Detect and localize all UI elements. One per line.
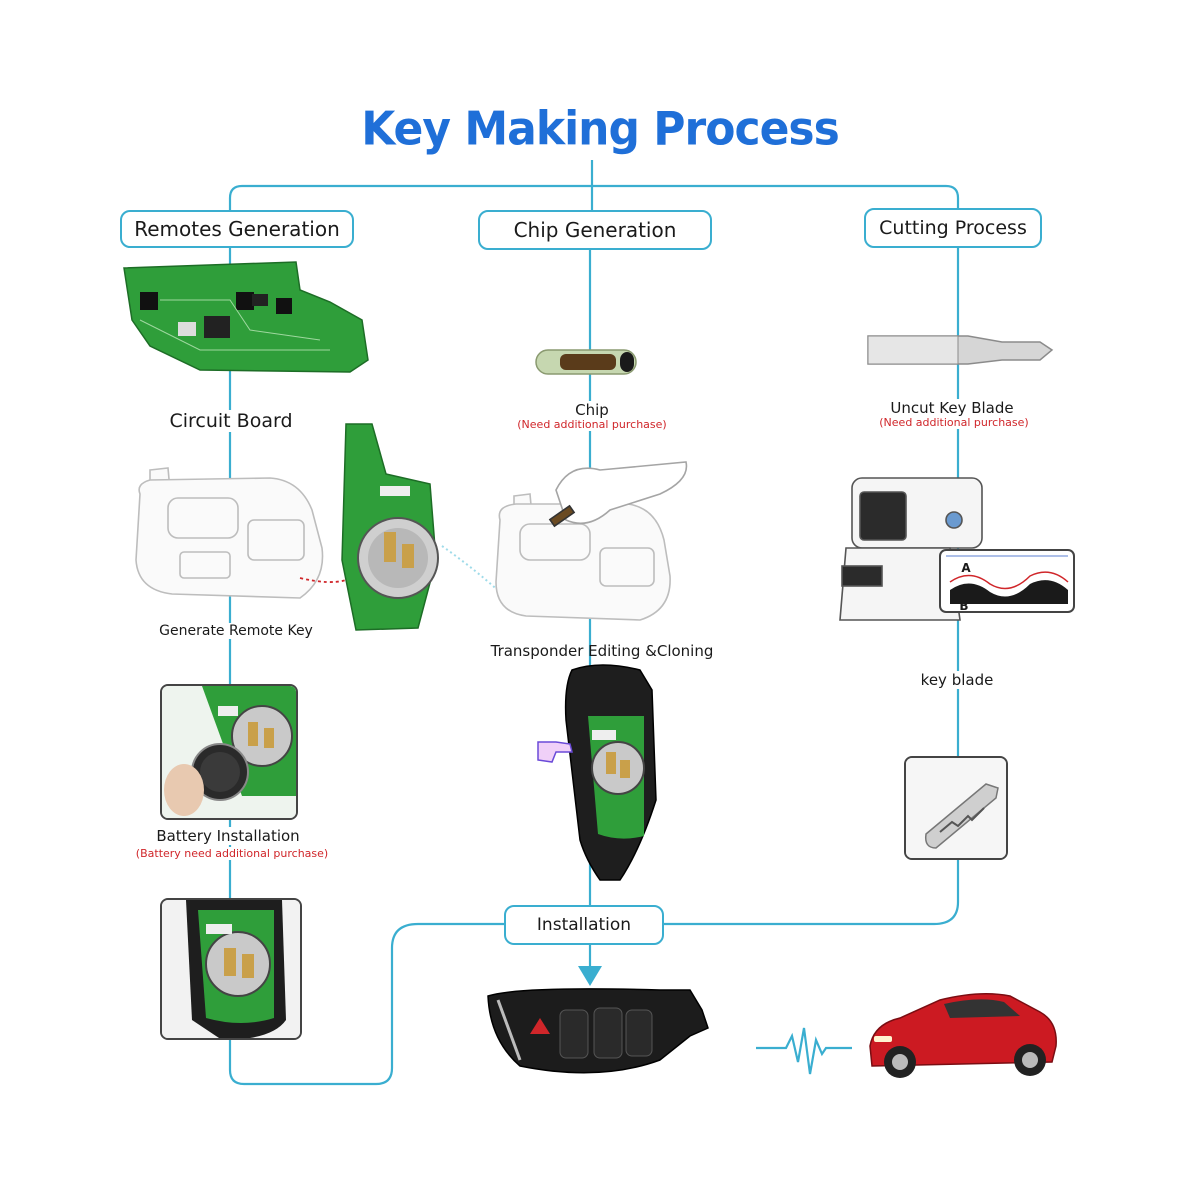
key-cut-profile-image bbox=[939, 549, 1075, 613]
remote-pcb-image bbox=[341, 423, 439, 631]
chip-purchase-note: (Need additional purchase) bbox=[510, 418, 674, 431]
uncut-blade-image bbox=[867, 335, 1054, 365]
right-to-install-line bbox=[664, 860, 960, 926]
flip-key-open-image bbox=[564, 664, 657, 881]
finished-flip-key-image bbox=[487, 988, 709, 1074]
installation-box: Installation bbox=[504, 905, 664, 945]
transponder-label: Transponder Editing &Cloning bbox=[490, 642, 714, 660]
left-to-install-line bbox=[228, 922, 506, 1086]
uncut-blade-purchase-note: (Need additional purchase) bbox=[872, 416, 1036, 429]
battery-purchase-note: (Battery need additional purchase) bbox=[130, 847, 334, 860]
cutting-process-label: Cutting Process bbox=[879, 217, 1027, 239]
signal-wave-icon bbox=[756, 1027, 852, 1075]
circuit-board-label: Circuit Board bbox=[160, 410, 302, 432]
key-blade-photo bbox=[904, 756, 1008, 860]
red-car-image bbox=[869, 993, 1057, 1078]
cut-profile-mark-b: B bbox=[959, 599, 969, 613]
remotes-generation-label: Remotes Generation bbox=[134, 217, 340, 241]
circuit-board-image bbox=[123, 261, 369, 373]
down-arrow-icon bbox=[578, 966, 602, 986]
pointing-hand-icon bbox=[537, 741, 573, 763]
installation-label: Installation bbox=[536, 915, 632, 935]
page-title: Key Making Process bbox=[361, 102, 840, 157]
battery-photo bbox=[160, 684, 298, 820]
installed-battery-photo bbox=[160, 898, 302, 1040]
chip-programmer-image bbox=[495, 461, 688, 621]
key-blade-label: key blade bbox=[912, 671, 1002, 689]
cutting-process-box: Cutting Process bbox=[864, 208, 1042, 248]
generate-remote-key-label: Generate Remote Key bbox=[152, 623, 320, 639]
remotes-generation-box: Remotes Generation bbox=[120, 210, 354, 248]
top-bracket-line bbox=[228, 184, 960, 210]
key-programmer-image bbox=[135, 467, 324, 599]
chip-generation-box: Chip Generation bbox=[478, 210, 712, 250]
key-cutting-machine-image bbox=[839, 477, 983, 621]
chip-generation-label: Chip Generation bbox=[513, 218, 677, 242]
chip-label: Chip bbox=[560, 401, 624, 419]
battery-installation-label: Battery Installation bbox=[150, 827, 306, 845]
cut-profile-mark-a: A bbox=[961, 561, 971, 575]
uncut-blade-label: Uncut Key Blade bbox=[882, 399, 1022, 417]
chip-image bbox=[535, 349, 637, 375]
